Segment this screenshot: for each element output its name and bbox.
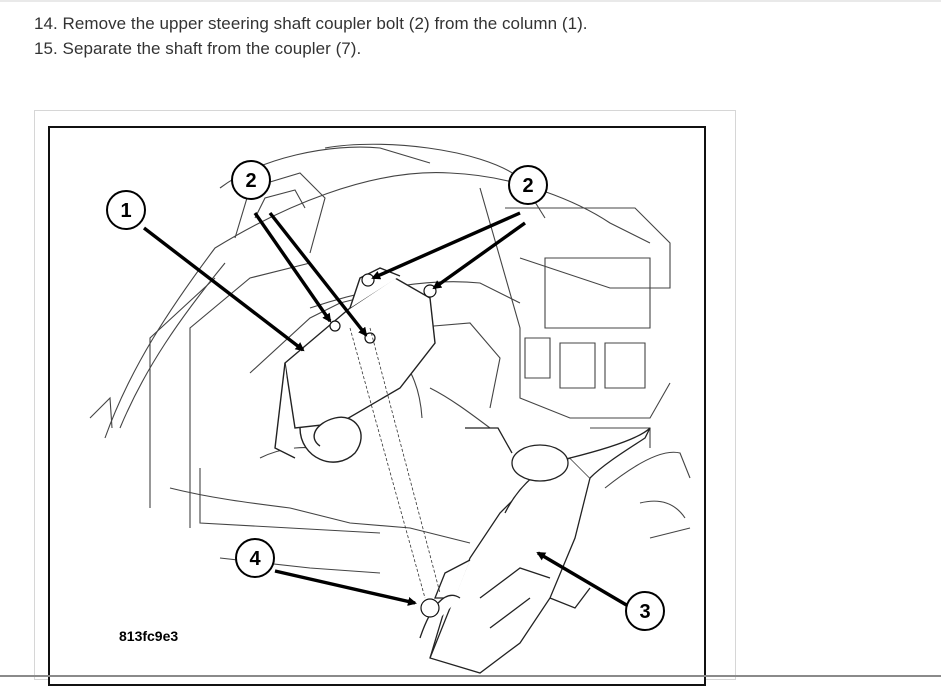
step-14: 14. Remove the upper steering shaft coup… [34,14,588,33]
callout-2a-circle [231,160,271,200]
column-bracket-drawing [274,267,436,463]
callout-1-leader [142,226,305,352]
bottom-divider [0,675,941,677]
callout-3-label: 3 [639,601,650,623]
shaft-guide-line [349,327,426,599]
bolt-drawing [329,273,440,618]
callout-3-circle [625,591,665,631]
shaft-guide-line-2 [369,327,441,594]
steering-column-illustration: 1 2 2 4 3 813fc9e3 [48,126,706,686]
callout-2b-leader-a [371,211,521,280]
steering-column-drawing [419,427,651,674]
top-divider [0,0,941,2]
instruction-steps: 14. Remove the upper steering shaft coup… [34,11,588,61]
callout-4-label: 4 [249,548,261,570]
callout-3-leader [536,551,641,615]
callout-1-label: 1 [120,200,131,222]
callout-2a-leader-b [268,211,368,337]
figure-code: 813fc9e3 [119,628,178,644]
callout-2b-label: 2 [522,175,533,197]
callout-2b-leader-b [432,221,526,290]
callout-4-circle [235,538,275,578]
dashboard-structure-drawing [89,143,691,574]
line-drawing: 1 2 2 4 3 813fc9e3 [89,143,691,674]
figure-frame: 1 2 2 4 3 813fc9e3 [34,110,736,686]
callout-4-leader [274,569,417,606]
step-15: 15. Separate the shaft from the coupler … [34,39,362,58]
callout-2a-label: 2 [245,170,256,192]
callout-1-circle [106,190,146,230]
callout-2b-circle [508,165,548,205]
callout-2a-leader-a [253,212,332,323]
